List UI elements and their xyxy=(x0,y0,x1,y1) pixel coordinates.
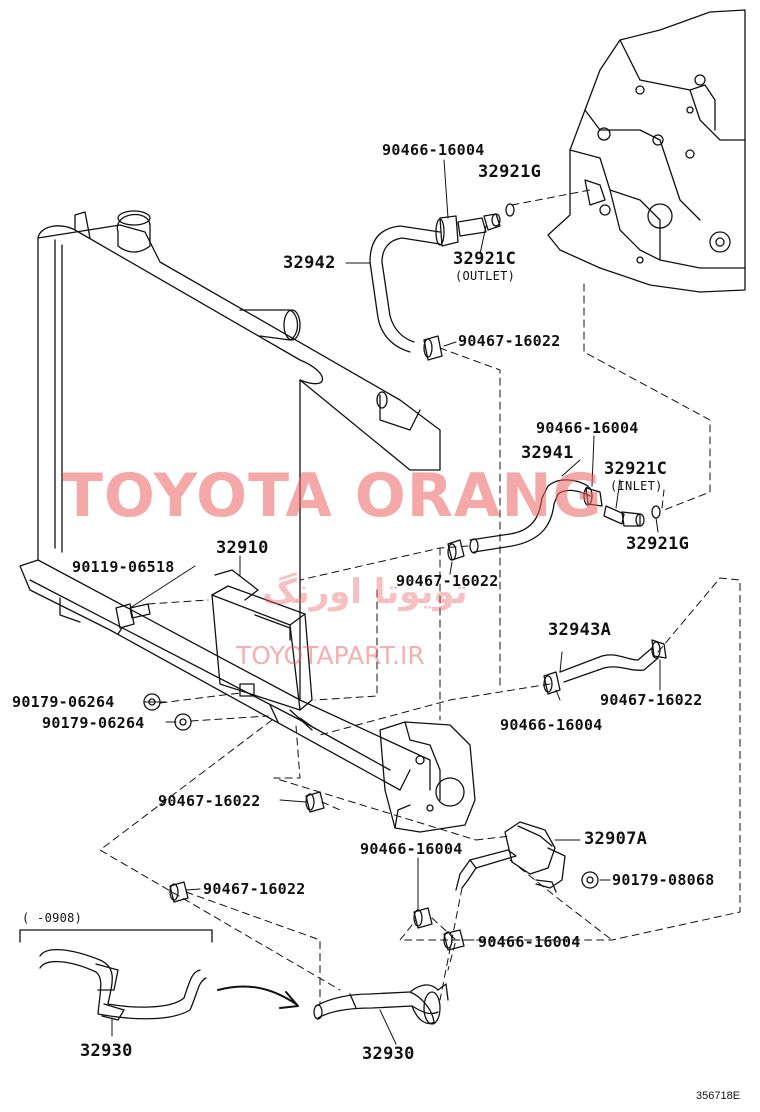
hose-32942-illustration xyxy=(369,225,441,353)
pipe-32907a-illustration xyxy=(455,821,566,893)
label-hose-new[interactable]: 32930 xyxy=(362,1044,415,1064)
clamp-mid-icon xyxy=(583,486,603,507)
clamp-lower-top-icon xyxy=(423,335,443,361)
hose-32941-illustration xyxy=(469,479,591,554)
label-nut-pipe[interactable]: 90179-08068 xyxy=(612,871,715,889)
clamp-left-upper-icon xyxy=(305,791,325,813)
label-ring-mid[interactable]: 32921G xyxy=(626,534,690,554)
label-hose-old[interactable]: 32930 xyxy=(80,1041,133,1061)
clamp-left-lower-icon xyxy=(169,881,189,903)
label-clamp-top[interactable]: 90466-16004 xyxy=(382,141,485,159)
label-clamp-top-lower[interactable]: 90467-16022 xyxy=(458,332,561,350)
hose-32930-new-illustration xyxy=(313,983,449,1025)
label-nut-2[interactable]: 90179-06264 xyxy=(42,714,145,732)
watermark-main: TOYOTA ORANG xyxy=(62,461,603,531)
figure-code: 356718E xyxy=(696,1090,741,1102)
label-hose-mid[interactable]: 32941 xyxy=(521,443,574,463)
nut-pipe-icon xyxy=(581,871,599,889)
arrow-replacement-icon xyxy=(217,985,299,1009)
label-union-inlet[interactable]: 32921C xyxy=(604,459,668,479)
watermark-url: TOYOTAPART.IR xyxy=(236,641,425,670)
label-range-note: ( -0908) xyxy=(22,911,83,925)
o-ring-mid-icon xyxy=(651,505,661,519)
label-pipe[interactable]: 32907A xyxy=(584,829,648,849)
label-union-outlet[interactable]: 32921C xyxy=(453,249,517,269)
watermark-persian: تویوتا اورنگ xyxy=(262,572,468,612)
label-hose-top[interactable]: 32942 xyxy=(283,253,336,273)
union-outlet-icon xyxy=(457,213,501,237)
hose-32943a-illustration xyxy=(559,647,659,683)
label-clamp-cooler[interactable]: 90467-16022 xyxy=(396,572,499,590)
o-ring-top-icon xyxy=(505,203,515,217)
clamp-lower-left-icon xyxy=(413,907,433,929)
label-cooler[interactable]: 32910 xyxy=(216,538,269,558)
label-inlet-note: (INLET) xyxy=(610,479,663,493)
label-outlet-note: (OUTLET) xyxy=(455,269,516,283)
clamp-a-right-icon xyxy=(651,639,667,659)
label-clamp-a-left[interactable]: 90466-16004 xyxy=(500,716,603,734)
radiator-illustration xyxy=(19,210,441,791)
label-clamp-left-upper[interactable]: 90467-16022 xyxy=(158,792,261,810)
label-clamp-left-lower[interactable]: 90467-16022 xyxy=(203,880,306,898)
label-clamp-lower-left[interactable]: 90466-16004 xyxy=(360,840,463,858)
label-nut-1[interactable]: 90179-06264 xyxy=(12,693,115,711)
clamp-top-icon xyxy=(435,215,459,247)
engine-block-illustration xyxy=(547,9,746,293)
clamp-a-left-icon xyxy=(543,671,561,695)
label-clamp-a-right[interactable]: 90467-16022 xyxy=(600,691,703,709)
leader-lines xyxy=(111,159,661,1045)
clamp-cooler-icon xyxy=(447,539,465,561)
dashed-reference-lines xyxy=(99,189,741,1005)
label-clamp-bottom[interactable]: 90466-16004 xyxy=(478,933,581,951)
bolt-icon xyxy=(115,603,151,635)
transmission-housing-illustration xyxy=(379,721,476,833)
label-bolt[interactable]: 90119-06518 xyxy=(72,558,175,576)
label-ring-top[interactable]: 32921G xyxy=(478,162,542,182)
nut-2-icon xyxy=(174,713,192,731)
label-clamp-mid[interactable]: 90466-16004 xyxy=(536,419,639,437)
label-hose-a[interactable]: 32943A xyxy=(548,620,612,640)
union-inlet-icon xyxy=(603,505,645,527)
hose-32930-old-illustration xyxy=(19,929,213,1021)
oil-cooler-illustration xyxy=(211,569,315,731)
